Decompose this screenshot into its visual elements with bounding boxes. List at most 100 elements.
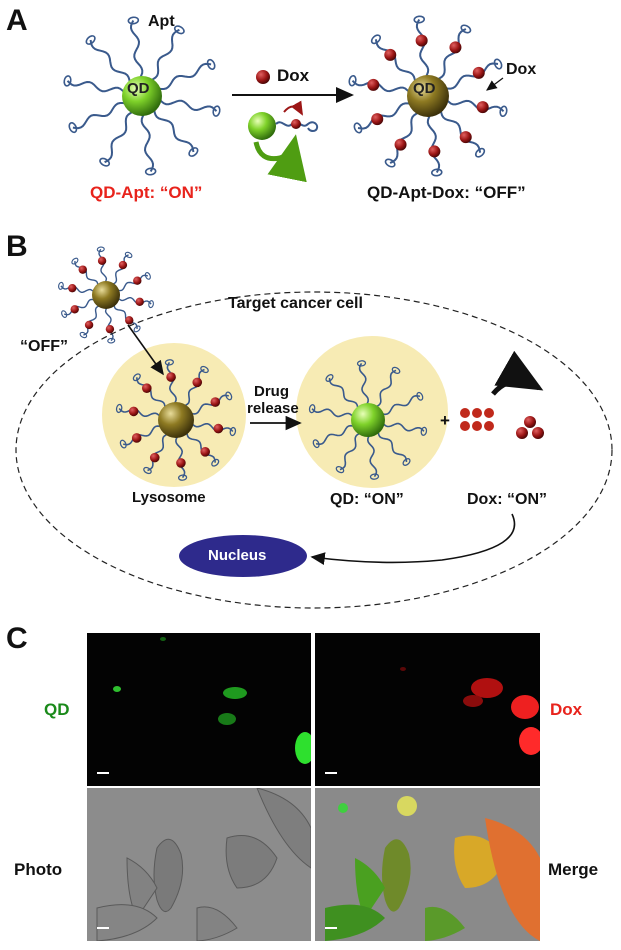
aptamer-strand: [183, 368, 205, 407]
aptamer-strand: [72, 102, 126, 130]
dox-pointer-label: Dox: [506, 61, 537, 78]
dox-molecule-icon: [449, 41, 462, 54]
qd-apt-dox-outside-cell: [58, 246, 154, 344]
panel-c-letter: C: [6, 622, 28, 655]
curved-arrow-icon: [491, 350, 544, 396]
aptamer-loop: [79, 331, 88, 339]
aptamer-strand: [315, 424, 355, 446]
aptamer-loop: [413, 15, 426, 24]
mini-qd-icon: [248, 100, 319, 183]
aptamer-strand: [136, 377, 166, 409]
cell-membrane: [15, 291, 613, 609]
qd-channel-label: QD: [44, 700, 70, 719]
dox-molecule-icon: [176, 458, 186, 468]
aptamer-loop: [148, 300, 154, 309]
panel-a-letter: A: [6, 4, 28, 37]
aptamer-loop: [460, 24, 472, 34]
dox-molecule-icon: [428, 145, 441, 158]
aptamer-loop: [61, 310, 68, 318]
entry-arrow: [127, 324, 164, 376]
release-label: release: [247, 400, 299, 417]
apt-label: Apt: [148, 13, 175, 30]
aptamer-loop: [353, 122, 363, 134]
aptamer-strand: [381, 394, 421, 416]
aptamer-loop: [391, 366, 401, 374]
qd-nanoparticle-icon: [407, 75, 449, 117]
aptamer-loop: [212, 105, 221, 117]
qd-fluorescence-image: [87, 633, 311, 786]
brightfield-image: [87, 788, 311, 941]
dox-molecule-icon: [192, 377, 203, 388]
target-cell-label: Target cancer cell: [228, 295, 363, 312]
qd-apt-dox-construct: [348, 15, 508, 177]
aptamer-strand: [104, 306, 114, 342]
aptamer-strand: [357, 102, 411, 130]
merge-image: [315, 788, 540, 941]
dox-molecule-icon: [141, 383, 152, 393]
aptamer-strand: [118, 407, 161, 418]
dox-molecule-icon: [105, 324, 115, 334]
aptamer-strand: [140, 113, 155, 172]
aptamer-strand: [153, 109, 195, 153]
dox-reagent-label: Dox: [277, 66, 310, 85]
aptamer-loop: [127, 16, 140, 25]
aptamer-strand: [328, 377, 359, 410]
dox-molecule-icon: [84, 320, 94, 330]
aptamer-loop: [420, 426, 428, 436]
aptamer-loop: [225, 391, 233, 401]
aptamer-strand: [113, 303, 138, 329]
dox-molecule-icon: [213, 423, 224, 434]
drug-label: Drug: [254, 383, 289, 400]
aptamer-loop: [68, 122, 78, 134]
aptamer-loop: [164, 359, 175, 366]
dox-molecule-icon: [371, 113, 384, 126]
aptamer-loop: [63, 75, 72, 87]
aptamer-strand: [60, 285, 95, 294]
curved-arrow-icon: [283, 100, 303, 116]
aptamer-strand: [64, 298, 96, 316]
dox-molecule-icon: [131, 433, 142, 443]
off-state-label: “OFF”: [20, 338, 68, 355]
dox-molecule-icon: [68, 283, 77, 293]
aptamer-strand: [147, 433, 169, 472]
aptamer-strand: [358, 362, 370, 406]
dox-molecule-icon: [256, 70, 270, 84]
aptamer-loop: [229, 426, 237, 437]
dox-molecule-icon: [78, 265, 87, 274]
dox-molecule-icon: [97, 256, 107, 266]
aptamer-loop: [115, 403, 123, 414]
qd-nanoparticle-icon: [351, 403, 385, 437]
aptamer-loop: [430, 168, 443, 177]
aptamer-strand: [375, 369, 397, 408]
aptamer-strand: [382, 422, 425, 432]
aptamer-loop: [312, 439, 320, 449]
aptamer-loop: [308, 404, 316, 414]
aptamer-strand: [389, 111, 420, 164]
dox-molecule-icon: [166, 372, 176, 382]
qd-core-label: QD: [127, 80, 150, 97]
aptamer-strand: [366, 434, 378, 478]
aptamer-strand: [129, 20, 144, 79]
dox-channel-label: Dox: [550, 700, 583, 719]
dox-molecule-icon: [70, 305, 79, 314]
aptamer-loop: [99, 157, 111, 167]
aptamer-loop: [384, 158, 396, 168]
qd-apt-dox-in-lysosome: [115, 359, 237, 481]
dox-pointer-arrow: [486, 77, 504, 91]
nucleus-icon: [179, 535, 307, 577]
aptamer-loop: [211, 458, 220, 467]
free-dox-molecules: [460, 408, 544, 439]
dox-to-nucleus-arrow: [310, 513, 516, 565]
dox-molecule-icon: [476, 101, 489, 114]
aptamer-strand: [158, 98, 218, 112]
dox-molecule-icon: [125, 316, 134, 325]
qd-nanoparticle-icon: [158, 402, 194, 438]
dox-molecule-icon: [459, 131, 472, 144]
aptamer-loop: [370, 34, 382, 45]
aptamer-loop: [177, 474, 188, 481]
aptamer-strand: [351, 79, 411, 93]
aptamer-loop: [416, 391, 424, 401]
dox-molecule-icon: [384, 48, 397, 61]
aptamer-strand: [83, 304, 101, 336]
